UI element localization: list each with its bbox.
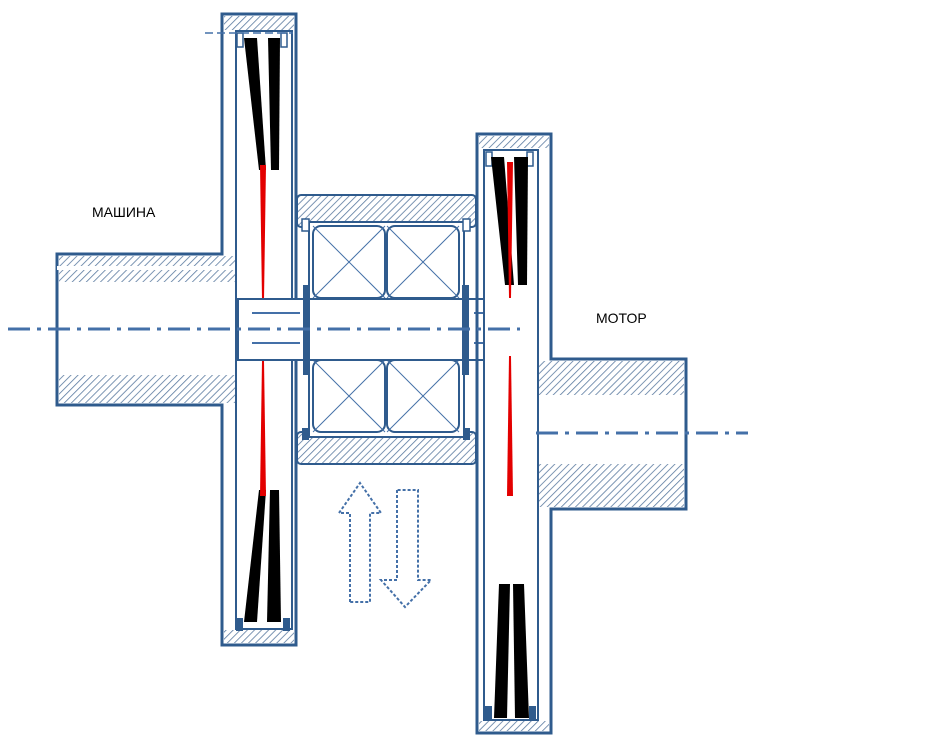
motor-label: МОТОР <box>596 310 647 326</box>
arrow-down-icon <box>378 489 434 609</box>
machine-flange-hatch-bottom <box>224 630 294 643</box>
housing-clip-tl <box>301 218 310 232</box>
machine-disc-spring-top-right <box>268 38 280 170</box>
machine-clearance-line-top <box>260 165 266 300</box>
arrow-up-icon <box>337 481 383 603</box>
motor-clearance-line-top <box>507 162 513 298</box>
motor-hub-hatch-bottom <box>537 464 684 507</box>
motor-clearance-line-bottom <box>507 356 513 496</box>
motor-hub-hatch-top <box>537 361 684 395</box>
machine-flange-hatch <box>224 16 294 30</box>
machine-clip-top-right <box>280 32 288 48</box>
motor-disc-spring-bottom-right <box>513 584 529 718</box>
bearing-top-right <box>386 225 460 299</box>
bearing-bottom-right <box>386 359 460 433</box>
housing-clip-bl <box>302 428 309 440</box>
motor-clip-top-left <box>485 151 493 167</box>
housing-clip-tr <box>462 218 471 232</box>
machine-clearance-line-bottom <box>260 360 266 496</box>
motor-clip-bottom-right <box>529 706 536 719</box>
displacement-arrows <box>337 481 434 609</box>
motor-disc-spring-top-left <box>491 157 514 285</box>
motor-half-coupling <box>475 132 688 735</box>
motor-disc-spring-bottom-left <box>494 584 510 718</box>
machine-clip-bottom-left <box>236 618 243 631</box>
motor-disc-spring-top-right <box>514 157 528 285</box>
motor-clip-bottom-left <box>485 706 492 719</box>
machine-clip-bottom-right <box>283 618 290 631</box>
bearing-bottom-left <box>312 359 386 433</box>
machine-disc-spring-bottom-left <box>244 490 266 622</box>
machine-hub-hatch-bottom <box>59 375 237 403</box>
motor-flange-hatch-bottom <box>479 721 549 731</box>
machine-disc-spring-bottom-right <box>267 490 281 622</box>
bearing-top-left <box>312 225 386 299</box>
machine-hub-outline <box>55 12 298 647</box>
machine-clip-top-left <box>236 32 244 48</box>
machine-disc-spring-top-left <box>244 38 266 170</box>
machine-label: МАШИНА <box>92 204 156 220</box>
housing-clip-br <box>463 428 470 440</box>
motor-flange-hatch-top <box>479 136 549 148</box>
motor-hub-outline <box>475 132 688 735</box>
